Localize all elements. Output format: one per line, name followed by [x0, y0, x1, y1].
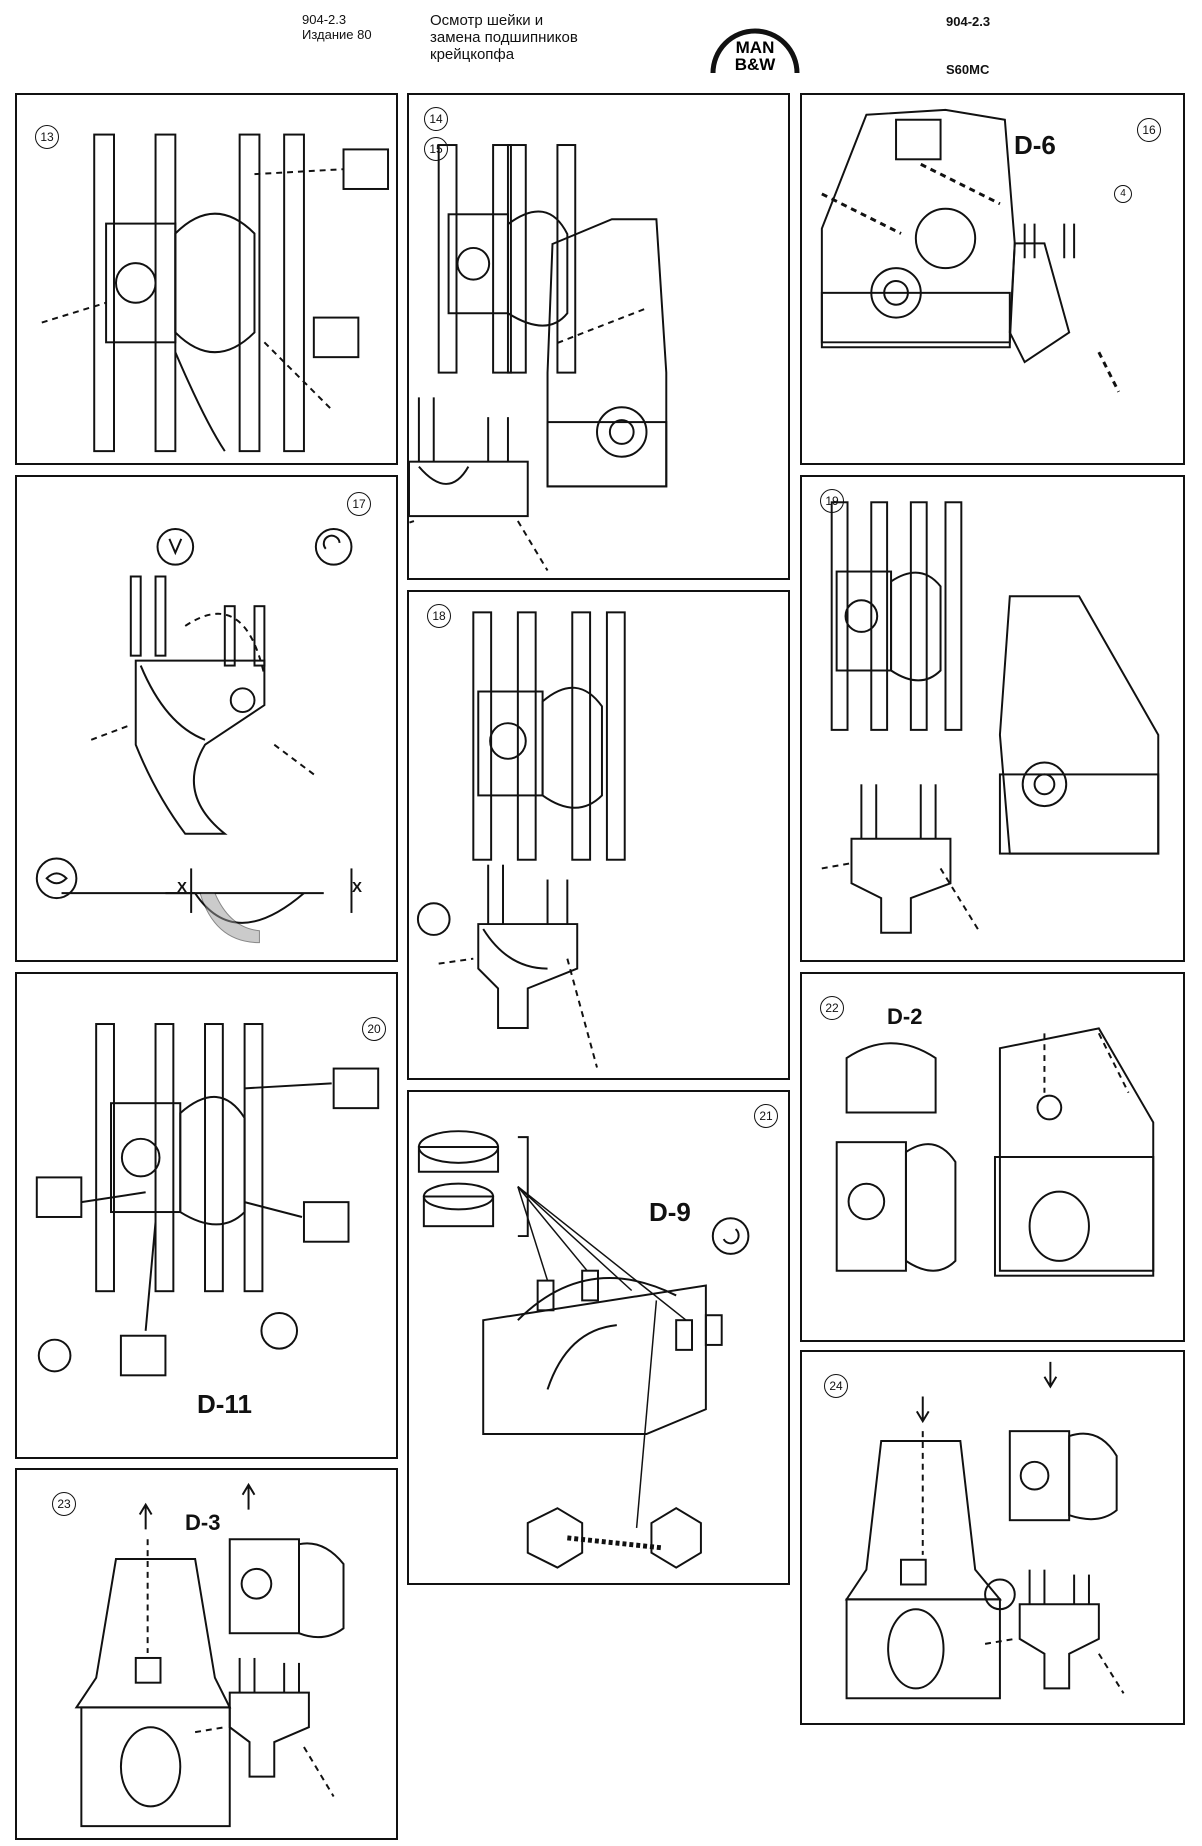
clearance-x-right: X — [352, 879, 363, 896]
crosshead-guide-illustration — [41, 133, 390, 453]
title-line-2: замена подшипников — [430, 29, 578, 46]
doc-number-right: 904-2.3 — [946, 14, 991, 29]
panel-24: 24 — [800, 1350, 1185, 1725]
step-number: 21 — [754, 1104, 778, 1128]
panel-19: 19 — [800, 475, 1185, 962]
step-number: 18 — [427, 604, 451, 628]
panel-20: 20 D-11 — [15, 972, 398, 1459]
step-number: 24 — [824, 1374, 848, 1398]
panel-13: 13 — [15, 93, 398, 465]
crosshead-refit-illustration — [844, 1361, 1125, 1700]
title-line-1: Осмотр шейки и — [430, 12, 544, 29]
step-number: 13 — [35, 125, 59, 149]
panel-14-15: 14 15 — [407, 93, 790, 580]
tool-code: D-2 — [887, 1004, 923, 1029]
small-ref-number: 4 — [1114, 185, 1132, 203]
engine-model: S60MC — [946, 62, 990, 77]
crosshead-and-frame-illustration — [409, 144, 668, 572]
doc-number: 904-2.3 — [302, 12, 347, 27]
crosshead-in-frame-illustration — [821, 501, 1160, 934]
crosshead-lowering-illustration — [74, 1482, 345, 1828]
man-bw-logo: MAN B&W — [705, 15, 805, 75]
panel-16: 16 D-6 4 — [800, 93, 1185, 465]
logo-bottom-text: B&W — [735, 55, 777, 74]
panel-23: 23 D-3 — [15, 1468, 398, 1840]
guide-shoe-removal-illustration — [35, 1023, 380, 1377]
panel-21: 21 D-9 — [407, 1090, 790, 1585]
step-number: 20 — [362, 1017, 386, 1041]
crosshead-bolt-tightening-illustration — [417, 1130, 750, 1569]
panel-18: 18 — [407, 590, 790, 1080]
crosshead-removal-illustration — [416, 611, 626, 1068]
tool-code: D-9 — [649, 1197, 691, 1227]
tool-code: D-11 — [197, 1389, 252, 1419]
title-line-3: крейцкопфа — [430, 46, 515, 63]
doc-number-left: 904-2.3 Издание 80 — [302, 12, 372, 42]
logo-top-text: MAN — [736, 38, 775, 57]
tool-code: D-3 — [185, 1510, 221, 1535]
step-number: 22 — [820, 996, 844, 1020]
step-number: 16 — [1137, 118, 1161, 142]
page-title: Осмотр шейки и замена подшипников крейцк… — [430, 12, 578, 63]
panel-22: 22 D-2 — [800, 972, 1185, 1342]
edition: Издание 80 — [302, 27, 372, 42]
panel-17: 17 X X — [15, 475, 398, 962]
crosshead-lifting-illustration — [835, 1027, 1155, 1277]
tool-code: D-6 — [1014, 130, 1056, 160]
step-number: 17 — [347, 492, 371, 516]
bearing-clearance-illustration — [35, 528, 353, 944]
step-number: 23 — [52, 1492, 76, 1516]
step-number-14: 14 — [424, 107, 448, 131]
engine-frame-cross-section — [820, 108, 1120, 393]
clearance-x-left: X — [177, 879, 188, 896]
